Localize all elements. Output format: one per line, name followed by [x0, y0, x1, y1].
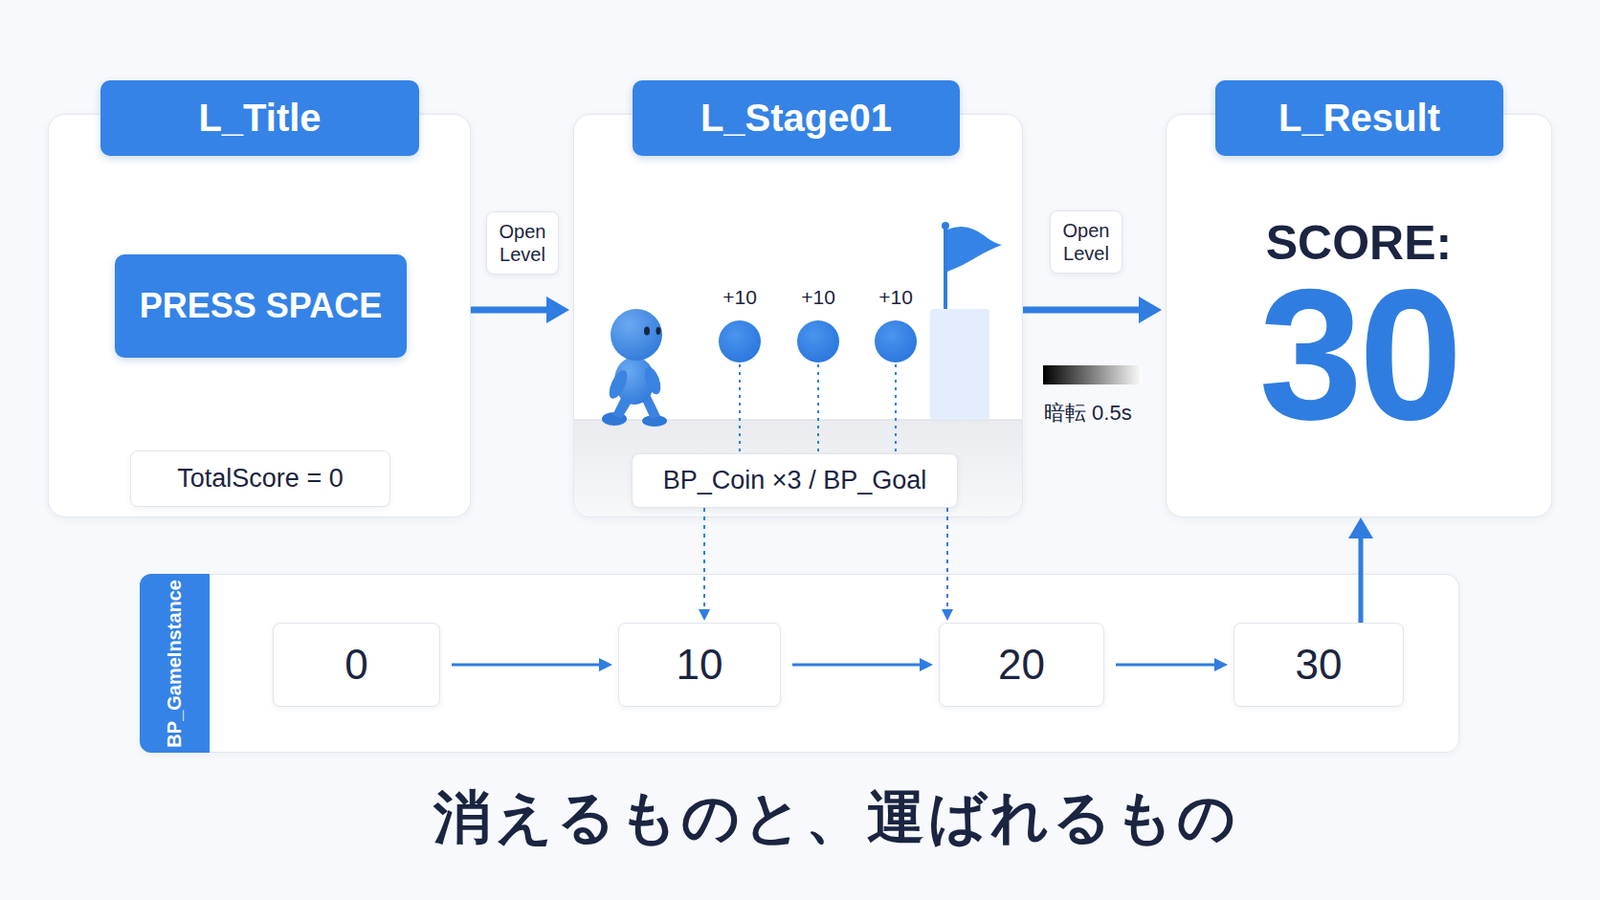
band-header: BP_GameInstance	[139, 574, 210, 754]
flow-connector	[1022, 296, 1162, 324]
transition-label: Open Level	[1049, 210, 1123, 274]
arrow-head	[1138, 296, 1162, 324]
level-panel: L_ResultSCORE:30	[1165, 113, 1553, 518]
points-label: +10	[800, 286, 836, 310]
fade-note: 暗転 0.5s	[1044, 399, 1133, 428]
flow-connector	[470, 296, 570, 324]
fade-bar	[1043, 365, 1143, 385]
score-value-box: 20	[938, 622, 1105, 708]
level-panel: L_Stage01BP_Coin ×3 / BP_Goal	[573, 113, 1023, 518]
node-text: 10	[676, 641, 724, 689]
instance-band: BP_GameInstance 0 10 20 30	[139, 574, 1460, 754]
score-value-box: 10	[618, 622, 781, 708]
transition-label: Open Level	[486, 211, 559, 275]
level-name-tab: L_Result	[1215, 80, 1504, 156]
arrow-head	[546, 296, 570, 324]
points-label: +10	[722, 286, 757, 310]
caption: 消えるものと、運ばれるもの	[433, 784, 1240, 852]
score-number: 30	[1166, 267, 1552, 441]
connector-line	[470, 307, 552, 314]
node-text: 0	[344, 641, 368, 689]
actor-box: BP_Coin ×3 / BP_Goal	[631, 453, 958, 509]
start-button: PRESS SPACE	[114, 254, 407, 358]
points-label: +10	[878, 286, 913, 310]
score-label: SCORE:	[1166, 214, 1552, 272]
node-text: BP_Coin ×3 / BP_Goal	[663, 466, 927, 496]
level-panel: L_TitlePRESS SPACETotalScore = 0	[47, 113, 471, 518]
band-title: BP_GameInstance	[163, 579, 186, 749]
level-name-tab: L_Stage01	[632, 80, 960, 156]
connector-line	[1022, 307, 1144, 314]
state-box: TotalScore = 0	[130, 450, 391, 508]
level-name-tab: L_Title	[100, 80, 420, 156]
score-value-box: 0	[272, 622, 441, 708]
node-text: 20	[998, 641, 1045, 689]
node-text: TotalScore = 0	[177, 464, 343, 494]
arrow-head	[1348, 517, 1374, 539]
score-value-box: 30	[1233, 622, 1404, 708]
node-text: 30	[1295, 641, 1343, 689]
node-text: PRESS SPACE	[139, 286, 382, 327]
